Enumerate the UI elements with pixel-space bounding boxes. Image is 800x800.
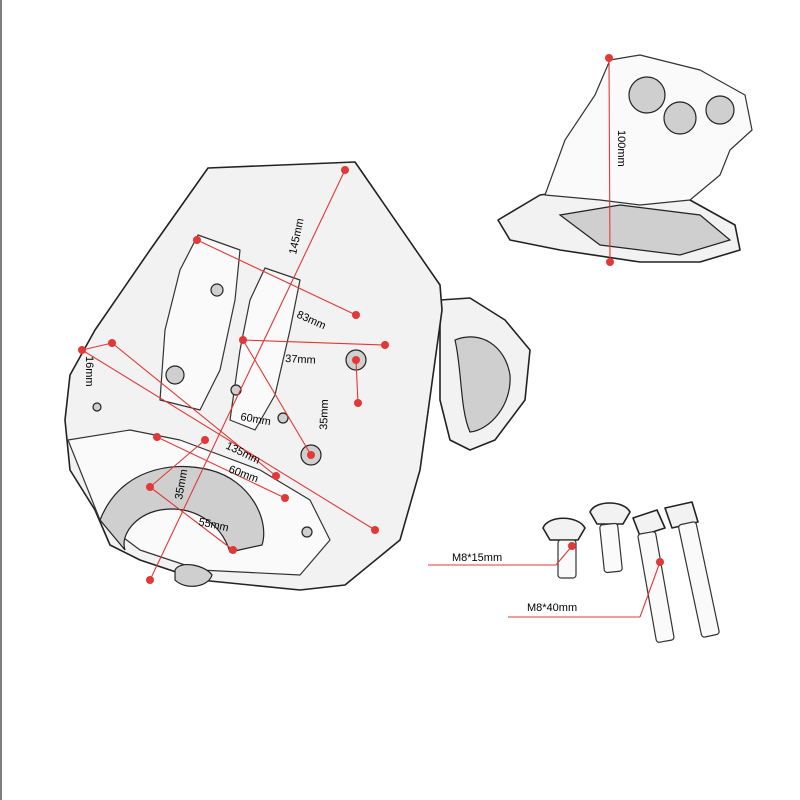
side-hole xyxy=(705,95,735,125)
rib-right xyxy=(229,267,301,431)
bolt-m8x15-a xyxy=(542,517,586,579)
slot xyxy=(174,563,213,587)
side-shadow xyxy=(558,204,732,256)
dim-point xyxy=(606,258,614,266)
dim-point xyxy=(605,54,613,62)
dim-point xyxy=(352,311,360,319)
dim-point xyxy=(153,433,161,441)
bolts: M8*15mm M8*40mm xyxy=(428,501,720,643)
dim-line-37 xyxy=(242,339,386,346)
hole xyxy=(92,402,102,412)
main-bracket xyxy=(64,161,531,591)
dim-point xyxy=(146,483,154,491)
dim-line-60-lower xyxy=(156,436,286,499)
dim-point xyxy=(352,356,360,364)
dim-point xyxy=(272,472,280,480)
label-35-left: 35mm xyxy=(173,468,190,500)
dim-point xyxy=(193,236,201,244)
bolt-m8x15-b xyxy=(589,502,631,574)
dim-point xyxy=(307,451,315,459)
dim-point xyxy=(381,341,389,349)
bolt-m8x40-b xyxy=(664,501,720,638)
dim-point xyxy=(281,494,289,502)
hole xyxy=(210,283,224,297)
dim-point xyxy=(201,436,209,444)
dim-point xyxy=(371,526,379,534)
label-16: 16mm xyxy=(83,356,95,387)
side-hole xyxy=(663,101,697,135)
label-35-right: 35mm xyxy=(318,399,331,430)
dim-point xyxy=(239,336,247,344)
dim-line-60-upper xyxy=(111,342,277,477)
dim-line-35-left xyxy=(149,439,206,488)
dim-point xyxy=(341,166,349,174)
label-60-upper: 60mm xyxy=(239,411,271,428)
dim-point xyxy=(229,546,237,554)
hole xyxy=(230,384,242,396)
rib-left xyxy=(159,234,241,411)
dim-point xyxy=(78,346,86,354)
cutout-arc xyxy=(99,465,265,553)
side-upright xyxy=(544,54,753,206)
side-hole xyxy=(628,76,666,114)
label-100: 100mm xyxy=(615,130,627,167)
dim-point xyxy=(108,339,116,347)
label-m8x40: M8*40mm xyxy=(527,602,577,614)
label-37: 37mm xyxy=(285,353,316,367)
side-view: 100mm xyxy=(497,54,753,266)
bolt-m8x40-a xyxy=(632,509,675,643)
hole xyxy=(165,365,185,385)
hole xyxy=(301,526,313,538)
dim-point xyxy=(354,399,362,407)
clamp-jaw xyxy=(454,336,511,433)
dim-line-55 xyxy=(149,486,234,551)
dim-line-hole xyxy=(242,339,312,456)
dim-point xyxy=(146,576,154,584)
hole xyxy=(277,412,289,424)
callout-line-15 xyxy=(555,545,573,566)
dim-line-83 xyxy=(196,239,357,316)
callout-line-40 xyxy=(639,561,661,618)
dim-line-100 xyxy=(608,57,611,263)
dim-line-16 xyxy=(81,342,113,351)
label-m8x15: M8*15mm xyxy=(452,552,502,564)
dim-line-135 xyxy=(81,349,376,531)
dim-line-35-right xyxy=(355,359,359,404)
